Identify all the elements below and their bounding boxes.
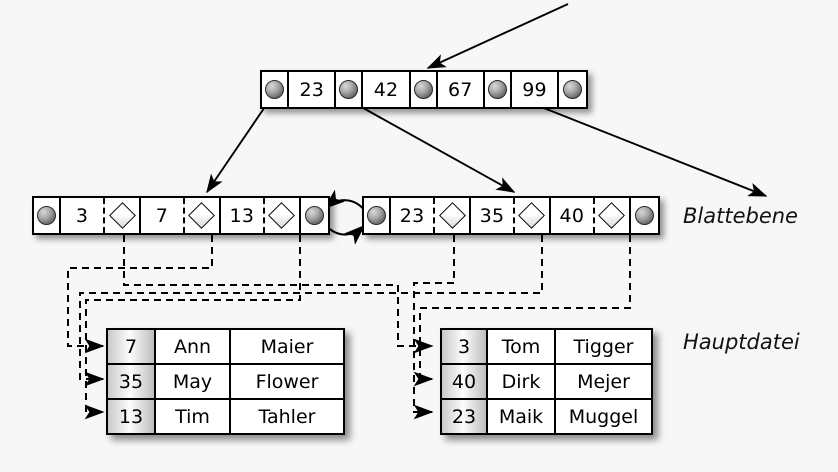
row-first-name: Dirk — [488, 365, 556, 398]
sphere-pointer-icon — [413, 80, 433, 99]
diamond-pointer-icon — [188, 202, 216, 229]
leaf-right-key-0: 23 — [391, 198, 435, 233]
root-pointer-0[interactable] — [262, 72, 290, 107]
row-first-name: Ann — [156, 330, 231, 363]
root-key-2: 67 — [437, 72, 485, 107]
table-row[interactable]: 35 May Flower — [108, 363, 343, 398]
sphere-pointer-icon — [487, 80, 507, 99]
leaf-right-record-pointer-2[interactable] — [594, 198, 631, 233]
row-key: 13 — [108, 400, 156, 433]
leaf-left-key-1: 7 — [141, 198, 185, 233]
sphere-pointer-icon — [634, 206, 654, 225]
row-first-name: May — [156, 365, 231, 398]
label-hauptdatei: Hauptdatei — [683, 330, 800, 354]
table-row[interactable]: 7 Ann Maier — [108, 330, 343, 363]
row-key: 35 — [108, 365, 156, 398]
root-pointer-3[interactable] — [484, 72, 512, 107]
leaf-right-prev-pointer[interactable] — [364, 198, 392, 233]
row-last-name: Maier — [231, 330, 343, 363]
leaf-node-left[interactable]: 3 7 13 — [32, 196, 330, 235]
row-last-name: Mejer — [556, 365, 651, 398]
leaf-left-record-pointer-1[interactable] — [184, 198, 222, 233]
data-table-left[interactable]: 7 Ann Maier 35 May Flower 13 Tim Tahler — [106, 328, 345, 435]
leaf-node-right[interactable]: 23 35 40 — [362, 196, 660, 235]
arrow-root-to-right-outside — [510, 94, 768, 197]
arrow-into-root — [426, 3, 569, 69]
diamond-pointer-icon — [438, 202, 466, 229]
row-key: 40 — [442, 365, 488, 398]
row-key: 3 — [442, 330, 488, 363]
leaf-right-key-1: 35 — [471, 198, 515, 233]
leaf-right-key-2: 40 — [551, 198, 595, 233]
table-row[interactable]: 23 Maik Muggel — [442, 398, 651, 433]
sphere-pointer-icon — [563, 80, 582, 99]
row-last-name: Muggel — [556, 400, 651, 433]
diamond-pointer-icon — [108, 202, 136, 229]
root-index-node[interactable]: 23 42 67 99 — [260, 70, 588, 109]
root-pointer-4[interactable] — [559, 72, 587, 107]
diamond-pointer-icon — [268, 202, 296, 229]
table-row[interactable]: 13 Tim Tahler — [108, 398, 343, 433]
leaf-right-record-pointer-0[interactable] — [434, 198, 472, 233]
root-key-0: 23 — [289, 72, 337, 107]
data-table-right[interactable]: 3 Tom Tigger 40 Dirk Mejer 23 Maik Mugge… — [440, 328, 653, 435]
table-row[interactable]: 40 Dirk Mejer — [442, 363, 651, 398]
row-first-name: Maik — [488, 400, 556, 433]
leaf-right-next-pointer[interactable] — [630, 198, 659, 233]
root-pointer-1[interactable] — [336, 72, 364, 107]
row-last-name: Tahler — [231, 400, 343, 433]
leaf-left-key-0: 3 — [61, 198, 105, 233]
row-key: 23 — [442, 400, 488, 433]
row-first-name: Tom — [488, 330, 556, 363]
leaf-right-record-pointer-1[interactable] — [514, 198, 552, 233]
table-row[interactable]: 3 Tom Tigger — [442, 330, 651, 363]
diamond-pointer-icon — [598, 202, 626, 229]
sphere-pointer-icon — [265, 80, 285, 99]
row-first-name: Tim — [156, 400, 231, 433]
sphere-pointer-icon — [339, 80, 359, 99]
row-key: 7 — [108, 330, 156, 363]
arrow-root-to-right-leaf — [346, 98, 516, 193]
leaf-left-key-2: 13 — [221, 198, 265, 233]
diamond-pointer-icon — [518, 202, 546, 229]
leaf-left-record-pointer-2[interactable] — [264, 198, 301, 233]
row-last-name: Tigger — [556, 330, 651, 363]
leaf-sibling-link-backward — [323, 189, 367, 213]
row-last-name: Flower — [231, 365, 343, 398]
arrow-root-to-left-leaf — [206, 97, 272, 194]
leaf-left-record-pointer-0[interactable] — [104, 198, 142, 233]
label-blattebene: Blattebene — [683, 204, 798, 228]
root-key-3: 99 — [511, 72, 559, 107]
sphere-pointer-icon — [37, 206, 57, 225]
root-pointer-2[interactable] — [410, 72, 438, 107]
leaf-left-next-pointer[interactable] — [300, 198, 329, 233]
sphere-pointer-icon — [367, 206, 387, 225]
leaf-left-prev-pointer[interactable] — [34, 198, 62, 233]
sphere-pointer-icon — [304, 206, 324, 225]
root-key-1: 42 — [363, 72, 411, 107]
